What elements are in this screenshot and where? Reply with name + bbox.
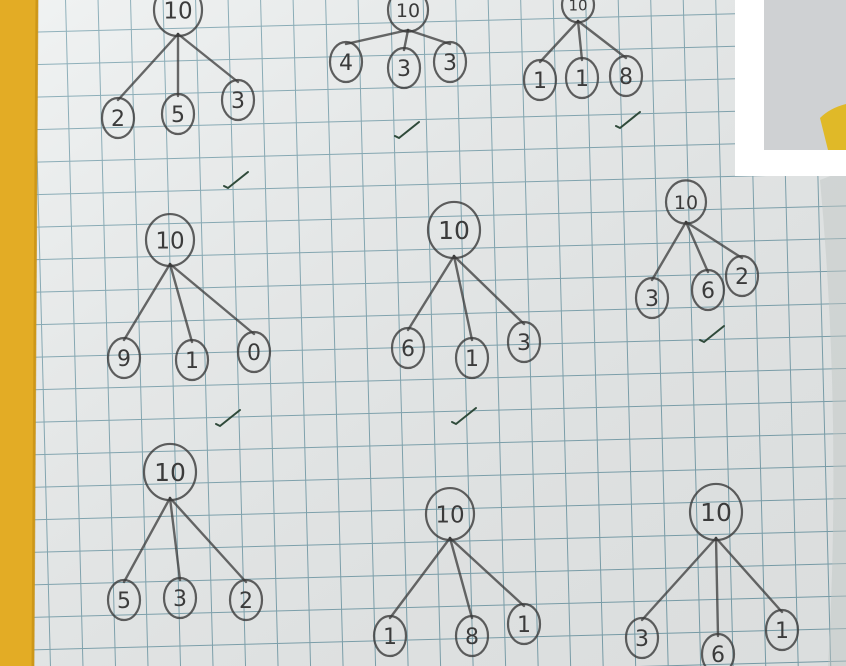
part-number: 4: [339, 51, 353, 76]
part-number: 6: [401, 337, 415, 362]
whole-number: 10: [568, 0, 587, 15]
whole-number: 10: [155, 228, 184, 254]
part-number: 9: [117, 347, 131, 372]
part-number: 3: [443, 51, 457, 76]
part-number: 3: [635, 627, 649, 652]
part-number: 8: [465, 625, 479, 650]
part-number: 1: [465, 347, 479, 372]
part-number: 1: [575, 67, 589, 92]
whole-number: 10: [700, 498, 732, 527]
part-number: 8: [619, 65, 633, 90]
whole-number: 10: [435, 502, 464, 528]
part-number: 1: [185, 349, 199, 374]
part-number: 1: [383, 625, 397, 650]
inset-photo: [735, 0, 846, 176]
part-number: 3: [397, 57, 411, 82]
part-number: 3: [517, 331, 531, 356]
part-number: 5: [171, 103, 185, 128]
whole-number: 10: [438, 216, 470, 245]
part-number: 2: [239, 589, 253, 614]
whole-number: 10: [163, 0, 192, 24]
part-number: 2: [735, 265, 749, 290]
whole-number: 10: [674, 192, 698, 214]
part-number: 1: [533, 69, 547, 94]
part-number: 5: [117, 589, 131, 614]
part-number: 0: [247, 341, 261, 366]
whole-number: 10: [396, 0, 420, 22]
part-number: 1: [775, 619, 789, 644]
part-number: 3: [231, 89, 245, 114]
whole-number: 10: [154, 458, 186, 487]
part-number: 3: [645, 287, 659, 312]
part-number: 1: [517, 613, 531, 638]
part-number: 2: [111, 107, 125, 132]
part-number: 3: [173, 587, 187, 612]
part-number: 6: [701, 279, 715, 304]
part-number: 6: [711, 643, 725, 666]
